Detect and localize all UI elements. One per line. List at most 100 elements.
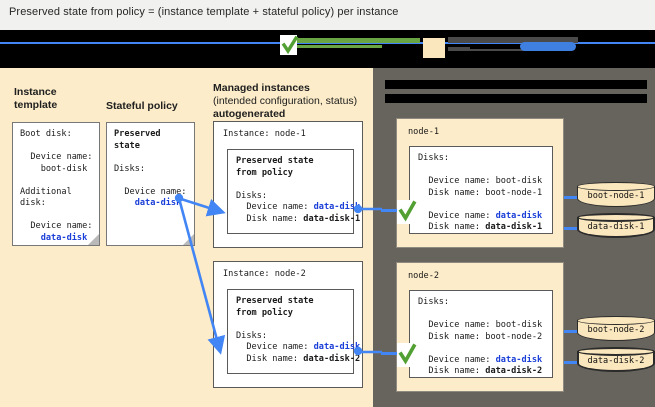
banner-gray-smudge-2 (448, 47, 470, 51)
disk-cylinder-label: boot-node-1 (587, 191, 645, 201)
mi1-t2: from policy (236, 167, 293, 178)
page-fold-icon (182, 233, 195, 246)
mi2-dsk-v: data-disk-2 (303, 353, 361, 364)
heading-stateful-policy-line1: Stateful policy (106, 100, 178, 112)
it-l2: Device name: (30, 152, 93, 162)
node-card-title: node-2 (408, 271, 440, 281)
mi1-dsk-v: data-disk-1 (303, 213, 361, 224)
cylinder-body (577, 351, 655, 372)
disk-cylinder-data-disk-2: data-disk-2 (577, 347, 655, 373)
cylinder-top (577, 213, 655, 222)
banner-check-backdrop (280, 35, 297, 55)
mi2-disks: Disks: (236, 330, 268, 341)
n2-ddev-l: Device name: (418, 354, 496, 365)
status-check-node-1 (397, 200, 418, 224)
heading-stateful-policy: Stateful policy (106, 100, 201, 113)
disk-cylinder-label: data-disk-1 (587, 222, 645, 232)
n1-ddev-v: data-disk (495, 210, 543, 221)
banner-blue-blob-tail (548, 45, 572, 50)
it-l1: Boot disk: (20, 129, 72, 139)
preserved-state-box: Preserved state from policy Disks: Devic… (227, 149, 360, 234)
instance-template-document: Boot disk: Device name: boot-disk Additi… (12, 122, 100, 246)
n2-bdev-l: Device name: (418, 320, 496, 330)
disk-cylinder-boot-node-1: boot-node-1 (577, 182, 655, 208)
node-disks-text: Disks: Device name: boot-disk Disk name:… (418, 297, 542, 378)
sp-device-label: Device name: (114, 186, 187, 197)
disk-cylinder-label: data-disk-2 (587, 356, 645, 366)
node-card-node-2: node-2 Disks: Device name: boot-disk Dis… (396, 262, 564, 392)
node-card-node-1: node-1 Disks: Device name: boot-disk Dis… (396, 118, 564, 248)
managed-instance-card-node-2: Instance: node-2 Preserved state from po… (213, 261, 363, 388)
mi1-t1: Preserved state (236, 156, 314, 166)
green-check-icon (398, 200, 417, 222)
banner-gray-smudge-1 (448, 37, 578, 43)
connector-into-node-1 (381, 209, 399, 212)
connector-boot-node-2 (564, 330, 580, 333)
n2-bdsk-v: boot-node-2 (485, 331, 543, 342)
mi1-dev-v: data-disk (313, 202, 361, 212)
heading-instance-template-line2: template (14, 99, 58, 111)
cylinder-top (577, 182, 655, 191)
caption-bar: Preserved state from policy = (instance … (0, 0, 655, 30)
it-l3: Additional (20, 186, 72, 197)
banner-green-bar-1 (295, 38, 420, 43)
node-disks-box: Disks: Device name: boot-disk Disk name:… (409, 146, 553, 234)
redacted-banner (0, 30, 655, 62)
mi1-dsk-l: Disk name: (236, 213, 304, 224)
n2-ddsk-l: Disk name: (418, 366, 486, 376)
it-additional-device: data-disk (40, 232, 88, 243)
stateful-policy-text: Preserved state Disks: Device name: data… (114, 129, 186, 210)
n1-bdsk-v: boot-node-1 (485, 187, 543, 198)
banner-green-bar-2 (296, 45, 382, 48)
banner-gray-smudge-3 (470, 49, 560, 51)
heading-managed-instances: Managed instances (intended configuratio… (213, 82, 363, 121)
redacted-banner-lower (0, 62, 655, 72)
managed-instance-card-node-1: Instance: node-1 Preserved state from po… (213, 121, 363, 248)
mi2-t1: Preserved state (236, 296, 314, 306)
mi1-disks: Disks: (236, 190, 268, 201)
status-check-node-2 (397, 343, 418, 367)
mi2-dev-l: Device name: (236, 342, 314, 352)
sp-title2: state (114, 140, 140, 151)
banner-blue-rule (0, 42, 655, 44)
sp-title1: Preserved (114, 129, 161, 139)
mi2-t2: from policy (236, 307, 293, 318)
n2-bdsk-l: Disk name: (418, 331, 486, 342)
heading-instance-template: Instance template (14, 86, 94, 112)
n1-disks: Disks: (418, 153, 450, 163)
heading-instance-template-line1: Instance (14, 86, 57, 98)
connector-data-disk-1 (564, 227, 580, 230)
green-check-icon (398, 343, 417, 365)
node-disks-box: Disks: Device name: boot-disk Disk name:… (409, 290, 553, 378)
it-boot-device: boot-disk (40, 163, 88, 174)
banner-cream-chip (423, 38, 445, 58)
node-card-title: node-1 (408, 127, 440, 137)
n1-ddsk-v: data-disk-1 (485, 222, 543, 232)
n2-ddsk-v: data-disk-2 (485, 366, 543, 376)
n2-disks: Disks: (418, 297, 450, 307)
connector-data-disk-2 (564, 361, 580, 364)
managed-instance-title: Instance: node-1 (223, 129, 306, 139)
n1-bdev-l: Device name: (418, 176, 496, 186)
cylinder-top (577, 347, 655, 356)
disk-cylinder-boot-node-2: boot-node-2 (577, 316, 655, 342)
disk-cylinder-data-disk-1: data-disk-1 (577, 213, 655, 239)
preserved-state-box: Preserved state from policy Disks: Devic… (227, 289, 360, 374)
n2-ddev-v: data-disk (495, 354, 543, 365)
it-l5: Device name: (30, 221, 93, 231)
preserved-state-text: Preserved state from policy Disks: Devic… (236, 156, 360, 225)
cylinder-body (577, 217, 655, 238)
right-panel-redaction-1 (385, 80, 647, 89)
disk-cylinder-label: boot-node-2 (587, 325, 645, 335)
preserved-state-text: Preserved state from policy Disks: Devic… (236, 296, 360, 365)
banner-green-check-icon (281, 36, 299, 55)
connector-boot-node-1 (564, 196, 580, 199)
n1-ddsk-l: Disk name: (418, 222, 486, 232)
page-title: Preserved state from policy = (instance … (9, 6, 399, 18)
stateful-policy-document: Preserved state Disks: Device name: data… (106, 122, 195, 246)
n2-bdev-v: boot-disk (495, 320, 543, 330)
right-panel-redaction-2 (385, 94, 647, 103)
mi2-dsk-l: Disk name: (236, 353, 304, 364)
it-l4: disk: (20, 198, 46, 208)
